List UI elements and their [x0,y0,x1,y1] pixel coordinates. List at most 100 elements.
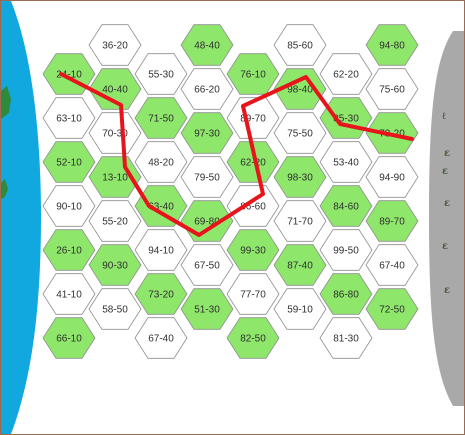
hex-tile[interactable]: 84-60 [319,185,373,227]
hex-label: 97-30 [194,129,220,140]
hex-label: 98-40 [287,85,313,96]
hex-label: 90-30 [102,261,128,272]
green-hex [180,112,234,154]
hex-tile[interactable]: 58-50 [88,288,142,330]
hex-tile[interactable]: 99-30 [226,229,280,271]
hex-tile[interactable]: 41-10 [42,273,96,315]
hex-label: 67-50 [194,261,220,272]
green-hex [226,141,280,183]
hex-tile[interactable]: 87-40 [273,244,327,286]
hex-tile[interactable]: 81-30 [319,317,373,359]
tile-grid: 24-1063-1052-1090-1026-1041-1066-1036-20… [42,24,419,359]
white-hex [88,24,142,66]
green-hex [42,141,96,183]
white-hex [42,97,96,139]
white-hex [42,273,96,315]
hex-tile[interactable]: 71-70 [273,200,327,242]
hex-tile[interactable]: 86-60 [226,185,280,227]
hex-tile[interactable]: 99-50 [319,229,373,271]
hex-tile[interactable]: 62-20 [226,141,280,183]
hex-tile[interactable]: 98-40 [273,68,327,110]
hex-tile[interactable]: 59-10 [273,288,327,330]
hex-tile[interactable]: 75-60 [365,68,419,110]
hex-label: 84-60 [333,202,359,213]
hex-tile[interactable]: 63-10 [42,97,96,139]
hex-label: 52-10 [56,158,82,169]
hex-tile[interactable]: 72-50 [365,288,419,330]
hex-tile[interactable]: 89-70 [226,97,280,139]
hex-tile[interactable]: 70-30 [88,112,142,154]
hex-tile[interactable]: 55-30 [134,53,188,95]
green-hex [134,185,188,227]
hex-label: 13-10 [102,173,128,184]
hex-tile[interactable]: 48-40 [180,24,234,66]
green-hex [365,288,419,330]
left-sea [1,1,41,434]
hex-label: 99-30 [240,246,266,257]
hex-label: 86-80 [333,290,359,301]
hex-tile[interactable]: 94-80 [365,24,419,66]
hex-label: 48-20 [148,158,174,169]
sea-land-patch [1,86,11,119]
hex-label: 51-30 [194,305,220,316]
hex-label: 77-70 [240,290,266,301]
green-hex [180,24,234,66]
green-hex [273,68,327,110]
hex-tile[interactable]: 26-10 [42,229,96,271]
hex-tile[interactable]: 48-20 [134,141,188,183]
green-hex [365,200,419,242]
hex-tile[interactable]: 67-50 [180,244,234,286]
hex-label: 94-90 [379,173,405,184]
hex-tile[interactable]: 98-30 [273,156,327,198]
hex-tile[interactable]: 69-80 [180,200,234,242]
hex-tile[interactable]: 53-40 [319,141,373,183]
hex-tile[interactable]: 94-10 [134,229,188,271]
shore-glyph: ɛ [444,198,450,209]
white-hex [319,317,373,359]
white-hex [273,200,327,242]
green-hex [365,24,419,66]
hex-label: 75-60 [379,85,405,96]
hex-tile[interactable]: 55-20 [88,200,142,242]
hex-tile[interactable]: 77-70 [226,273,280,315]
hex-tile[interactable]: 90-30 [88,244,142,286]
hex-tile[interactable]: 62-20 [319,53,373,95]
white-hex [273,24,327,66]
hex-tile[interactable]: 52-10 [42,141,96,183]
green-hex [134,273,188,315]
hex-tile[interactable]: 66-20 [180,68,234,110]
hex-tile[interactable]: 86-80 [319,273,373,315]
hex-tile[interactable]: 94-90 [365,156,419,198]
hex-tile[interactable]: 67-40 [134,317,188,359]
hex-tile[interactable]: 90-10 [42,185,96,227]
green-hex [273,244,327,286]
sea-land-patch [1,179,8,199]
hex-tile[interactable]: 51-30 [180,288,234,330]
hex-tile[interactable]: 97-30 [180,112,234,154]
hex-tile[interactable]: 66-10 [42,317,96,359]
white-hex [180,68,234,110]
hex-tile[interactable]: 82-50 [226,317,280,359]
hex-tile[interactable]: 67-40 [365,244,419,286]
white-hex [365,68,419,110]
hex-tile[interactable]: 73-20 [134,273,188,315]
white-hex [319,53,373,95]
hex-tile[interactable]: 76-10 [226,53,280,95]
hex-tile[interactable]: 71-50 [134,97,188,139]
hex-tile[interactable]: 89-70 [365,200,419,242]
hex-tile[interactable]: 75-50 [273,112,327,154]
hex-label: 53-40 [333,158,359,169]
hex-tile[interactable]: 79-50 [180,156,234,198]
hex-label: 76-10 [240,70,266,81]
hex-tile[interactable]: 63-40 [134,185,188,227]
green-hex [273,156,327,198]
white-hex [226,97,280,139]
hex-tile[interactable]: 13-10 [88,156,142,198]
shore-glyph: ε [444,148,450,159]
hex-tile[interactable]: 85-60 [273,24,327,66]
hex-label: 70-30 [102,129,128,140]
hex-tile[interactable]: 36-20 [88,24,142,66]
hex-label: 75-50 [287,129,313,140]
